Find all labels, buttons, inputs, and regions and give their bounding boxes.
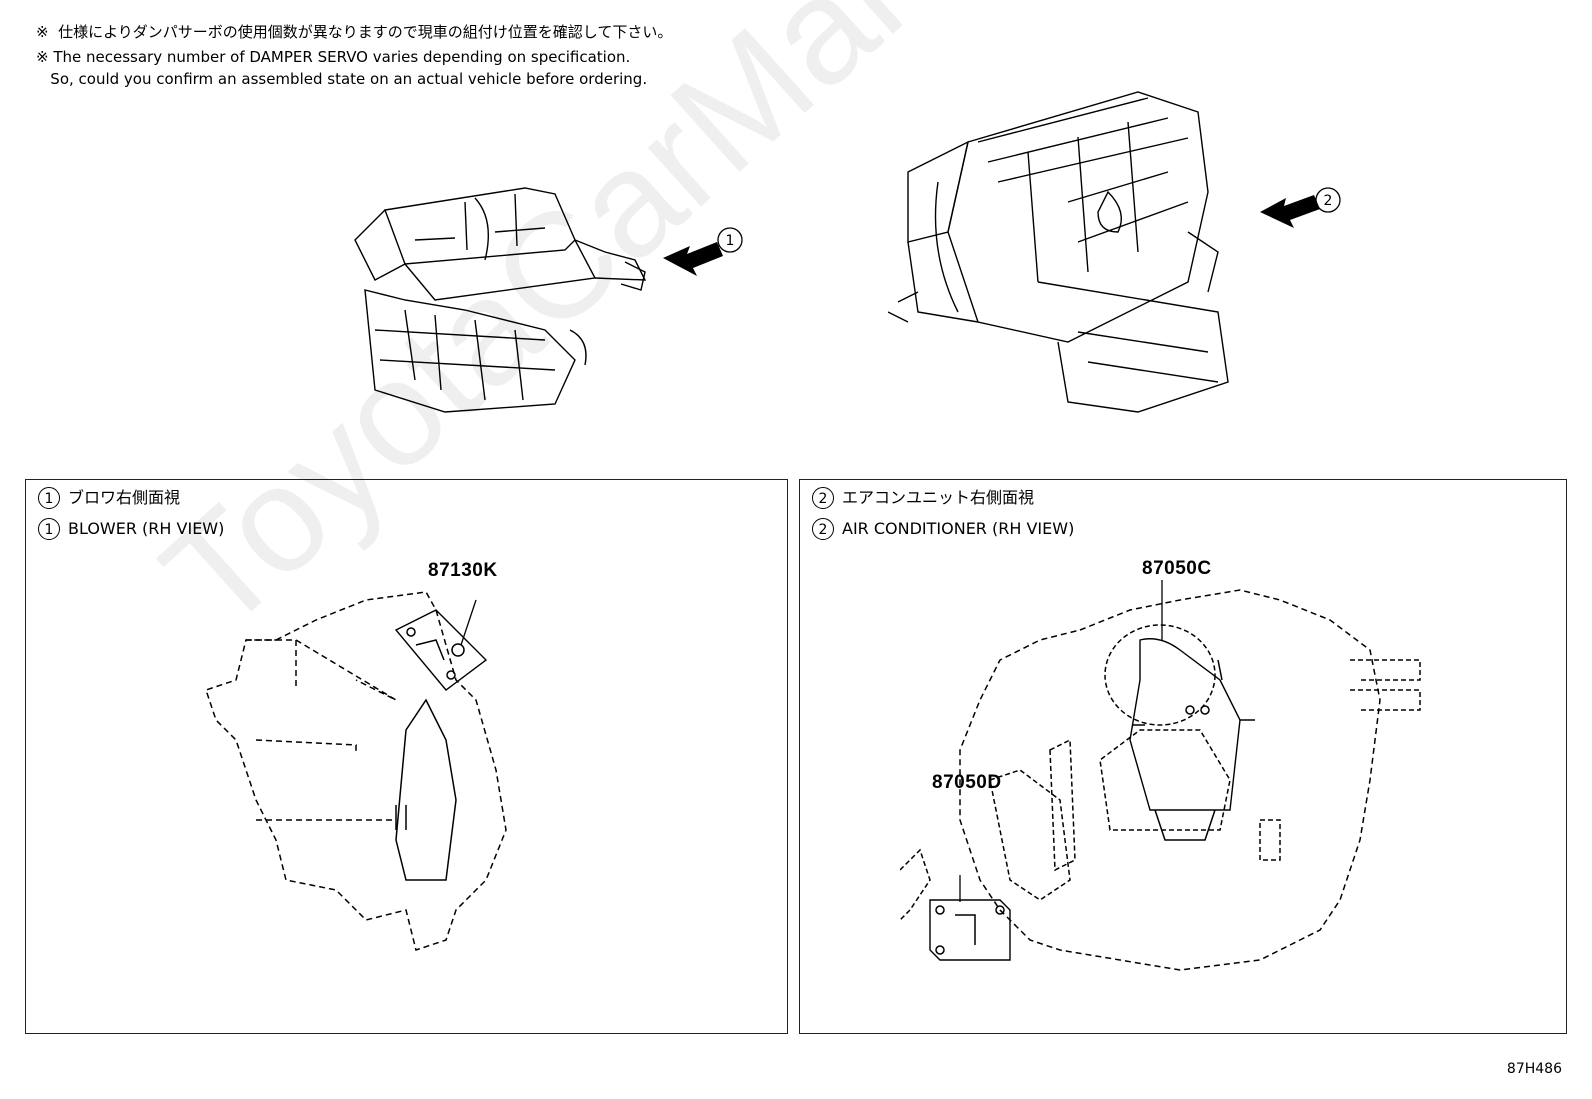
note-japanese: ※ 仕様によりダンパサーボの使用個数が異なりますので現車の組付け位置を確認して下… (36, 23, 673, 41)
air-conditioner-unit-illustration: 2 (888, 91, 1341, 413)
part-number-87050c[interactable]: 87050C (1142, 558, 1212, 579)
arrow-left-icon (1260, 195, 1320, 228)
callout-2-label: 2 (1324, 193, 1333, 209)
panel-2-number-badge-en: 2 (812, 518, 834, 540)
arrow-left-icon (663, 242, 723, 276)
air-conditioner-rh-view-drawing (900, 580, 1421, 971)
panel-2-title-jp-text: エアコンユニット右側面視 (842, 488, 1035, 507)
panel-1-title-en: 1 BLOWER (RH VIEW) (38, 517, 224, 541)
panel-1-number-badge: 1 (38, 487, 60, 509)
damper-servo-87050d[interactable] (929, 899, 1011, 961)
blower-rh-view-drawing (205, 591, 507, 951)
panel-2-number-badge: 2 (812, 487, 834, 509)
panel-2-title-en-text: AIR CONDITIONER (RH VIEW) (842, 519, 1075, 538)
diagram-code: 87H486 (1506, 1061, 1562, 1077)
callout-1-label: 1 (726, 233, 735, 249)
panel-1-title-jp: 1 ブロワ右側面視 (38, 486, 180, 510)
blower-unit-illustration: 1 (354, 187, 743, 413)
panel-2-title-en: 2 AIR CONDITIONER (RH VIEW) (812, 517, 1074, 541)
damper-servo-87130k[interactable] (394, 609, 488, 691)
damper-servo-87050c[interactable] (1129, 638, 1255, 841)
part-number-87130k[interactable]: 87130K (428, 560, 498, 581)
note-english-line1: ※ The necessary number of DAMPER SERVO v… (36, 48, 631, 66)
panel-1-number-badge-en: 1 (38, 518, 60, 540)
panel-1-title-en-text: BLOWER (RH VIEW) (68, 519, 225, 538)
note-english-line2: So, could you confirm an assembled state… (36, 70, 648, 88)
panel-1-title-jp-text: ブロワ右側面視 (68, 488, 181, 507)
panel-2-title-jp: 2 エアコンユニット右側面視 (812, 486, 1034, 510)
part-number-87050d[interactable]: 87050D (932, 772, 1002, 793)
